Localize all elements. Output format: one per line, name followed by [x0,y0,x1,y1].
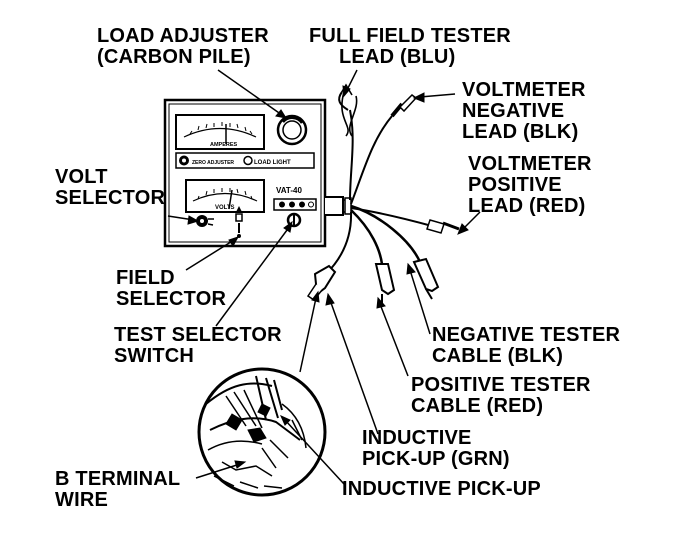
label-line: PICK-UP (GRN) [362,448,510,470]
model-text: VAT-40 [276,186,302,195]
label-positive-tester-cable: POSITIVE TESTER CABLE (RED) [411,375,591,417]
engine-inset [197,367,327,497]
label-line: FIELD [116,267,175,289]
label-line: FULL FIELD TESTER [309,25,511,47]
label-line: INDUCTIVE PICK-UP [342,478,541,500]
indicator-strip: ZERO ADJUSTER LOAD LIGHT [175,152,315,169]
label-line: TEST SELECTOR [114,324,282,346]
label-line: CABLE (BLK) [432,345,564,367]
label-line: WIRE [55,489,109,511]
zero-adjuster-text: ZERO ADJUSTER [192,160,234,166]
test-selector-buttons: VAT-40 [273,186,317,228]
label-line: INDUCTIVE [362,427,472,449]
label-line: POSITIVE TESTER [411,374,591,396]
label-line: NEGATIVE TESTER [432,324,621,346]
field-selector-switch [235,206,243,238]
label-line: LEAD (RED) [468,195,586,217]
label-line: NEGATIVE [462,100,565,122]
volts-scale-text: VOLTS [215,205,235,211]
voltmeter-gauge: VOLTS [185,179,265,213]
label-b-terminal-wire: B TERMINAL WIRE [55,469,180,511]
label-volt-selector: VOLT SELECTOR [55,167,165,209]
label-voltmeter-negative-lead: VOLTMETER NEGATIVE LEAD (BLK) [462,80,586,143]
label-line: SWITCH [114,345,195,367]
label-line: LEAD (BLU) [339,46,456,68]
label-line: SELECTOR [55,187,166,209]
label-load-adjuster: LOAD ADJUSTER (CARBON PILE) [97,26,269,68]
label-line: B TERMINAL [55,468,181,490]
label-line: VOLTMETER [462,79,586,101]
label-line: (CARBON PILE) [97,46,251,68]
cable-bundle [306,83,460,304]
ammeter-scale-text: AMPERES [210,142,238,148]
label-inductive-pickup-grn: INDUCTIVE PICK-UP (GRN) [362,428,510,470]
label-inductive-pickup: INDUCTIVE PICK-UP [342,479,541,500]
label-line: LEAD (BLK) [462,121,579,143]
label-full-field-tester-lead: FULL FIELD TESTER LEAD (BLU) [309,26,511,68]
load-light-text: LOAD LIGHT [254,160,291,166]
label-line: POSITIVE [468,174,562,196]
label-line: VOLT [55,166,108,188]
label-negative-tester-cable: NEGATIVE TESTER CABLE (BLK) [432,325,620,367]
label-field-selector: FIELD SELECTOR [116,268,226,310]
label-test-selector-switch: TEST SELECTOR SWITCH [114,325,282,367]
label-voltmeter-positive-lead: VOLTMETER POSITIVE LEAD (RED) [468,154,592,217]
load-adjuster-knob [276,114,308,146]
ammeter-gauge: AMPERES [175,114,265,150]
label-line: CABLE (RED) [411,395,544,417]
volt-selector-knob [196,215,214,227]
leader-lines [167,69,481,485]
label-line: LOAD ADJUSTER [97,25,269,47]
label-line: SELECTOR [116,288,227,310]
label-line: VOLTMETER [468,153,592,175]
